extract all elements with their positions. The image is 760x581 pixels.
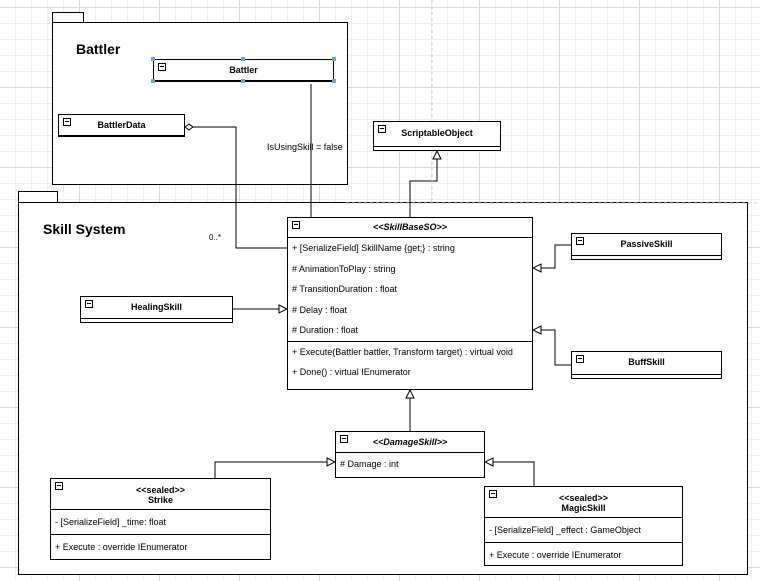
- aggregation-diamond: [184, 123, 194, 131]
- compartment-divider: [572, 255, 721, 258]
- passive-generalization[interactable]: [533, 244, 571, 268]
- collapse-icon[interactable]: [378, 125, 386, 133]
- class-name: ScriptableObject: [401, 128, 473, 138]
- operations-compartment: + Execute(Battler battler, Transform tar…: [288, 342, 532, 383]
- operation[interactable]: + Execute : override IEnumerator: [489, 550, 622, 560]
- collapse-icon[interactable]: [55, 482, 63, 490]
- is-using-skill-label: IsUsingSkill = false: [267, 142, 343, 152]
- attributes-compartment: - [SerializeField] _time: float: [51, 510, 270, 535]
- collapse-icon[interactable]: [292, 221, 300, 229]
- skillbase-generalization[interactable]: [409, 151, 437, 217]
- class-name: BuffSkill: [628, 357, 665, 367]
- collapse-icon[interactable]: [340, 435, 348, 443]
- attribute[interactable]: - [SerializeField] _time: float: [55, 517, 167, 527]
- attribute[interactable]: # Damage : int: [340, 459, 399, 469]
- scriptableobject-class[interactable]: ScriptableObject: [373, 121, 501, 151]
- operations-compartment: + Execute : override IEnumerator: [485, 543, 682, 567]
- collapse-icon[interactable]: [158, 63, 166, 71]
- collapse-icon[interactable]: [489, 490, 497, 498]
- magicskill-class[interactable]: <<sealed>> MagicSkill - [SerializeField]…: [484, 486, 683, 566]
- attributes-compartment: # Damage : int: [336, 453, 484, 475]
- compartment-divider: [374, 146, 500, 149]
- selection-handle[interactable]: [241, 57, 245, 61]
- stereotype-label: <<sealed>>: [135, 485, 186, 495]
- multiplicity-label: 0..*: [209, 233, 222, 242]
- class-name: HealingSkill: [130, 302, 183, 312]
- battler-package-title: Battler: [76, 41, 121, 57]
- skill-system-package-title: Skill System: [43, 221, 126, 237]
- strike-generalization[interactable]: [214, 462, 335, 478]
- operations-compartment: + Execute : override IEnumerator: [51, 535, 270, 559]
- selection-handle[interactable]: [241, 79, 245, 83]
- buffskill-class[interactable]: BuffSkill: [571, 351, 722, 379]
- attribute[interactable]: + [SerializeField] SkillName {get;} : st…: [292, 243, 455, 253]
- class-name: <<DamageSkill>>: [372, 437, 448, 447]
- attributes-compartment: + [SerializeField] SkillName {get;} : st…: [288, 238, 532, 342]
- healingskill-class[interactable]: HealingSkill: [80, 296, 233, 323]
- attribute[interactable]: # AnimationToPlay : string: [292, 263, 396, 274]
- strike-class[interactable]: <<sealed>> Strike - [SerializeField] _ti…: [50, 478, 271, 560]
- selection-handle[interactable]: [332, 57, 336, 61]
- attribute[interactable]: # TransitionDuration : float: [292, 284, 398, 294]
- battlerdata-skill-aggregation[interactable]: [193, 126, 287, 249]
- compartment-divider: [572, 374, 721, 377]
- buff-generalization[interactable]: [533, 330, 571, 366]
- class-name: MagicSkill: [561, 503, 606, 513]
- skillbaseso-class[interactable]: <<SkillBaseSO>> + [SerializeField] Skill…: [287, 217, 533, 390]
- class-name: Strike: [147, 495, 173, 505]
- selection-handle[interactable]: [332, 79, 336, 83]
- class-name: Battler: [229, 65, 258, 75]
- magic-generalization[interactable]: [485, 462, 535, 486]
- attribute[interactable]: - [SerializeField] _effect : GameObject: [489, 525, 641, 535]
- class-name: <<SkillBaseSO>>: [372, 222, 448, 232]
- collapse-icon[interactable]: [576, 355, 584, 363]
- operation[interactable]: + Execute : override IEnumerator: [55, 542, 188, 552]
- selection-handle[interactable]: [151, 57, 155, 61]
- damageskill-class[interactable]: <<DamageSkill>> # Damage : int: [335, 431, 485, 478]
- compartment-divider: [81, 318, 232, 321]
- operation[interactable]: + Done() : virtual IEnumerator: [292, 367, 411, 377]
- class-name: BattlerData: [97, 120, 146, 130]
- attributes-compartment: - [SerializeField] _effect : GameObject: [485, 518, 682, 543]
- collapse-icon[interactable]: [85, 300, 93, 308]
- collapse-icon[interactable]: [576, 237, 584, 245]
- class-name: PassiveSkill: [620, 239, 673, 249]
- battler-package[interactable]: [52, 22, 348, 185]
- operation[interactable]: + Execute(Battler battler, Transform tar…: [292, 346, 513, 357]
- collapse-icon[interactable]: [63, 118, 71, 126]
- battlerdata-class[interactable]: BattlerData: [58, 114, 185, 137]
- attribute[interactable]: # Duration : float: [292, 325, 359, 335]
- passiveskill-class[interactable]: PassiveSkill: [571, 233, 722, 260]
- stereotype-label: <<sealed>>: [558, 493, 609, 503]
- selection-handle[interactable]: [151, 79, 155, 83]
- compartment-divider: [59, 135, 184, 138]
- attribute[interactable]: # Delay : float: [292, 304, 348, 315]
